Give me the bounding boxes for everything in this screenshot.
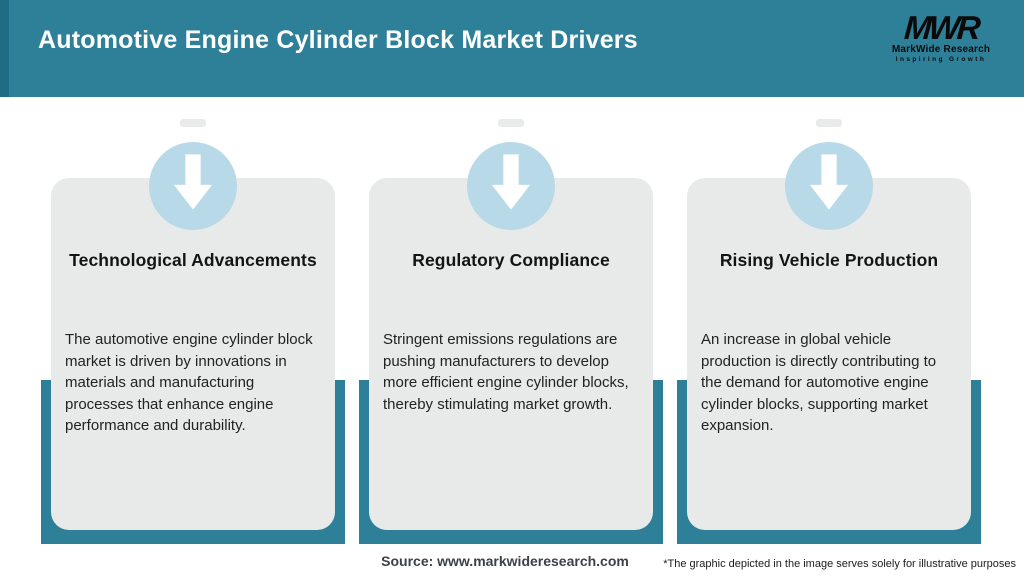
card-title: Regulatory Compliance xyxy=(412,250,610,270)
down-arrow-icon xyxy=(491,154,531,210)
logo-monogram: MWR xyxy=(902,9,980,46)
driver-card-technological-advancements: Technological Advancements The automotiv… xyxy=(41,118,345,548)
header-band: Automotive Engine Cylinder Block Market … xyxy=(0,0,1024,97)
card-panel: Rising Vehicle Production An increase in… xyxy=(687,178,971,530)
decorative-notch xyxy=(816,119,842,127)
driver-card-regulatory-compliance: Regulatory Compliance Stringent emission… xyxy=(359,118,663,548)
decorative-notch xyxy=(180,119,206,127)
logo-tagline: Inspiring Growth xyxy=(895,56,987,64)
header-accent-strip xyxy=(0,0,9,97)
markwide-research-logo: MWR MarkWide Research Inspiring Growth xyxy=(876,9,1006,64)
disclaimer-note: *The graphic depicted in the image serve… xyxy=(663,558,1016,570)
icon-circle xyxy=(785,142,873,230)
card-body-text: Stringent emissions regulations are push… xyxy=(383,331,629,413)
card-title: Technological Advancements xyxy=(69,250,317,270)
card-body-text: The automotive engine cylinder block mar… xyxy=(65,331,313,435)
card-title: Rising Vehicle Production xyxy=(719,250,939,270)
source-attribution: Source: www.markwideresearch.com xyxy=(381,553,629,569)
page-title: Automotive Engine Cylinder Block Market … xyxy=(38,26,638,54)
icon-circle xyxy=(467,142,555,230)
down-arrow-icon xyxy=(809,154,849,210)
card-body-text: An increase in global vehicle production… xyxy=(701,331,937,435)
card-panel: Regulatory Compliance Stringent emission… xyxy=(369,178,653,530)
icon-circle xyxy=(149,142,237,230)
down-arrow-icon xyxy=(173,154,213,210)
decorative-notch xyxy=(498,119,524,127)
card-panel: Technological Advancements The automotiv… xyxy=(51,178,335,530)
driver-card-rising-vehicle-production: Rising Vehicle Production An increase in… xyxy=(677,118,981,548)
logo-company-name: MarkWide Research xyxy=(891,44,991,56)
